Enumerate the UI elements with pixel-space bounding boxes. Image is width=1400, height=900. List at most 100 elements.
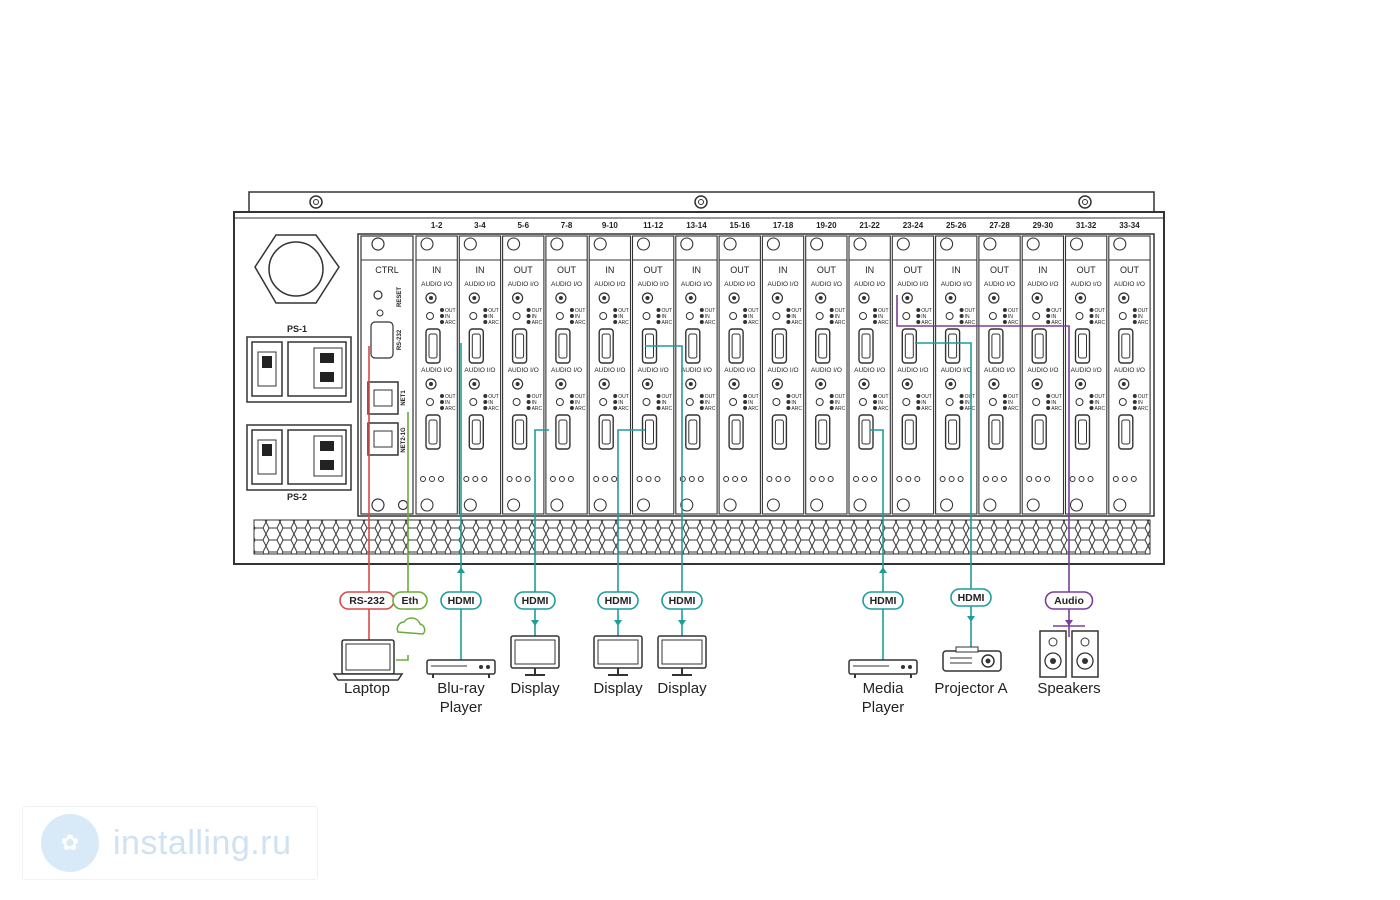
led-label-in: IN: [1138, 400, 1143, 406]
led-label-arc: ARC: [835, 406, 846, 412]
hdmi-line-display-1: [534, 429, 549, 636]
led-label-arc: ARC: [488, 320, 499, 326]
led-label-out: OUT: [835, 308, 846, 314]
led-label-out: OUT: [532, 308, 543, 314]
led-label-out: OUT: [445, 394, 456, 400]
led-label-arc: ARC: [662, 406, 673, 412]
audio-line: [896, 295, 1070, 637]
device-tag: Eth: [392, 591, 428, 610]
card-mode-label: OUT: [730, 265, 750, 275]
led-label-out: OUT: [878, 394, 889, 400]
card-mode-label: IN: [865, 265, 874, 275]
led-label-out: OUT: [488, 394, 499, 400]
card-range-label: 29-30: [1033, 221, 1054, 230]
led-label-in: IN: [532, 400, 537, 406]
led-label-in: IN: [618, 400, 623, 406]
reset-button[interactable]: [373, 290, 383, 300]
power-supply-1[interactable]: [246, 336, 352, 403]
player-icon: [848, 659, 918, 678]
led-label-arc: ARC: [1095, 406, 1106, 412]
led-label-in: IN: [1051, 314, 1056, 320]
led-label-in: IN: [1008, 314, 1013, 320]
led-label-in: IN: [662, 314, 667, 320]
led-label-in: IN: [488, 400, 493, 406]
hdmi-line-media-player: [870, 429, 884, 660]
led-label-out: OUT: [1138, 394, 1149, 400]
audio-io-label: AUDIO I/O: [594, 367, 625, 374]
card-mode-label: OUT: [817, 265, 837, 275]
led-label-in: IN: [791, 400, 796, 406]
device-tag: HDMI: [440, 591, 482, 610]
led-label-out: OUT: [965, 308, 976, 314]
led-label-out: OUT: [1008, 308, 1019, 314]
ventilation-grille: [253, 519, 1151, 555]
audio-io-label: AUDIO I/O: [508, 281, 539, 288]
device-tag: HDMI: [950, 588, 992, 607]
card-mode-label: OUT: [644, 265, 664, 275]
card-mode-label: OUT: [557, 265, 577, 275]
card-mode-label: IN: [692, 265, 701, 275]
card-range-label: 11-12: [643, 221, 664, 230]
display-icon: [510, 635, 560, 676]
audio-io-label: AUDIO I/O: [768, 281, 799, 288]
led-label-arc: ARC: [1138, 406, 1149, 412]
audio-io-label: AUDIO I/O: [811, 281, 842, 288]
led-label-arc: ARC: [445, 320, 456, 326]
card-mode-label: IN: [779, 265, 788, 275]
led-label-arc: ARC: [878, 320, 889, 326]
led-label-arc: ARC: [791, 320, 802, 326]
led-label-out: OUT: [1095, 394, 1106, 400]
device-tag: HDMI: [862, 591, 904, 610]
card-mode-label: OUT: [1077, 265, 1097, 275]
audio-io-label: AUDIO I/O: [681, 367, 712, 374]
card-range-label: 17-18: [773, 221, 794, 230]
rs232-port[interactable]: [370, 321, 394, 359]
led-label-out: OUT: [1051, 394, 1062, 400]
arrow-down-icon: [1065, 620, 1073, 626]
audio-io-label: AUDIO I/O: [941, 281, 972, 288]
arrow-up-icon: [879, 567, 887, 573]
device-tag-label: HDMI: [958, 592, 985, 604]
card-mode-label: IN: [1038, 265, 1047, 275]
led-label-out: OUT: [662, 394, 673, 400]
card-range-label: 23-24: [903, 221, 924, 230]
led-label-in: IN: [1095, 400, 1100, 406]
watermark: ✿ installing.ru: [22, 806, 318, 880]
led-label-in: IN: [748, 314, 753, 320]
led-label-out: OUT: [618, 308, 629, 314]
card-range-label: 1-2: [431, 221, 443, 230]
net1-port[interactable]: [367, 381, 399, 415]
led-label-in: IN: [1138, 314, 1143, 320]
cloud-icon: [396, 617, 426, 635]
led-label-out: OUT: [1138, 308, 1149, 314]
led-label-arc: ARC: [618, 320, 629, 326]
card-range-label: 19-20: [816, 221, 837, 230]
audio-io-label: AUDIO I/O: [854, 281, 885, 288]
hdmi-line-projector: [915, 342, 972, 648]
led-label-in: IN: [705, 314, 710, 320]
device-tag: RS-232: [339, 591, 395, 610]
audio-io-label: AUDIO I/O: [638, 367, 669, 374]
hdmi-line-display-3: [645, 345, 683, 636]
led-label-in: IN: [1051, 400, 1056, 406]
audio-io-label: AUDIO I/O: [464, 281, 495, 288]
logo-icon: ✿: [41, 814, 99, 872]
led-label-arc: ARC: [835, 320, 846, 326]
audio-io-label: AUDIO I/O: [1114, 367, 1145, 374]
power-supply-2[interactable]: [246, 424, 352, 491]
led-label-in: IN: [575, 400, 580, 406]
led-label-arc: ARC: [791, 406, 802, 412]
led-label-out: OUT: [575, 394, 586, 400]
led-label-arc: ARC: [965, 320, 976, 326]
projector-icon: [942, 646, 1002, 672]
led-label-out: OUT: [791, 308, 802, 314]
led-label-arc: ARC: [575, 320, 586, 326]
led-label-out: OUT: [921, 308, 932, 314]
net2-label: NET2-1G: [401, 427, 407, 453]
card-mode-label: IN: [475, 265, 484, 275]
